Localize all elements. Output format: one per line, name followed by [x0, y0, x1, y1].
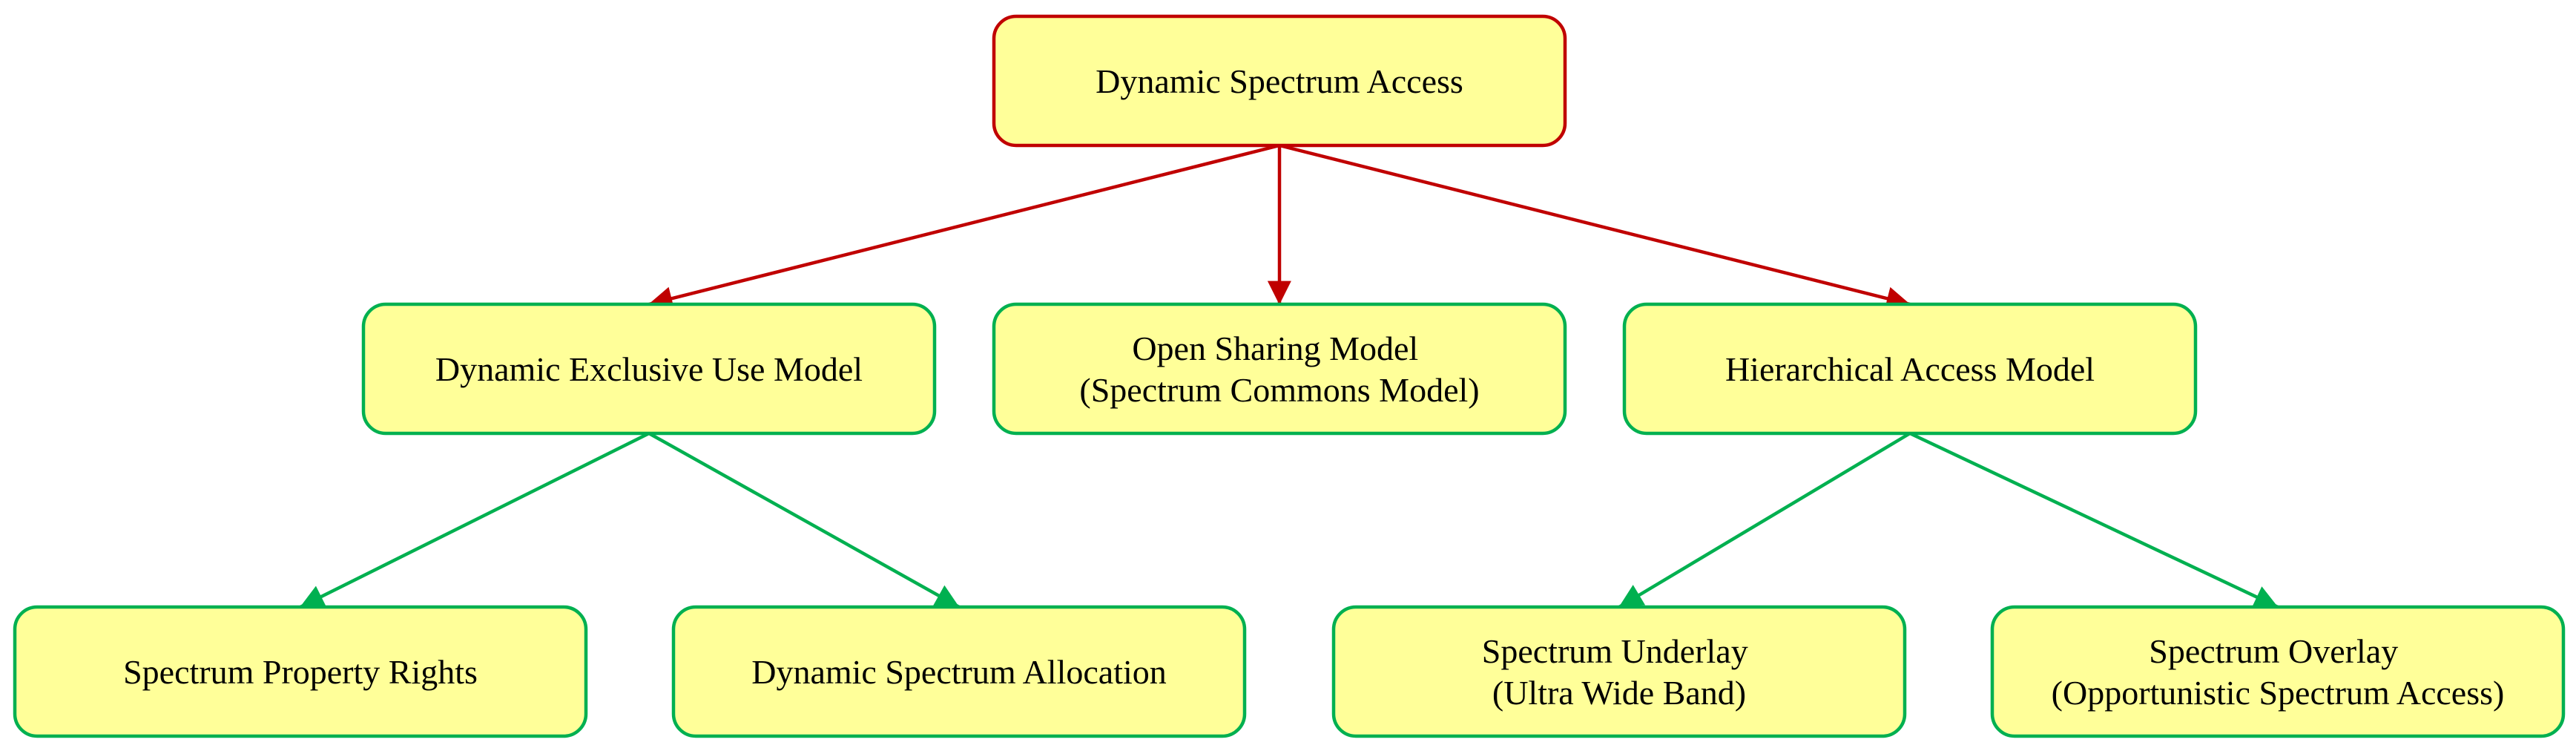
node-box-underlay — [1331, 605, 1907, 738]
edge-root-to-exclusive-use — [648, 143, 1280, 310]
node-box-open — [992, 302, 1567, 436]
node-box-allocation — [671, 605, 1247, 738]
node-dynamic-spectrum-access: Dynamic Spectrum Access — [992, 14, 1567, 148]
node-label-exclusive: Dynamic Exclusive Use Model — [435, 350, 863, 388]
node-box-exclusive — [361, 302, 937, 436]
node-label-line: Hierarchical Access Model — [1725, 350, 2095, 388]
node-spectrum-property-rights: Spectrum Property Rights — [13, 605, 588, 738]
node-label-hierarchical: Hierarchical Access Model — [1725, 350, 2095, 388]
node-dynamic-spectrum-allocation: Dynamic Spectrum Allocation — [671, 605, 1247, 738]
node-label-property: Spectrum Property Rights — [123, 653, 478, 691]
edge-hierarchical-to-underlay — [1618, 432, 1911, 608]
node-label-line: (Opportunistic Spectrum Access) — [2052, 674, 2505, 712]
node-label-line: Spectrum Property Rights — [123, 653, 478, 691]
edge-root-to-hierarchical-access — [1279, 143, 1911, 310]
edges-layer — [299, 143, 2279, 609]
node-spectrum-overlay: Spectrum Overlay (Opportunistic Spectrum… — [1990, 605, 2566, 738]
node-label-line: Dynamic Spectrum Allocation — [751, 653, 1167, 691]
node-label-root: Dynamic Spectrum Access — [1096, 62, 1463, 100]
node-label-line: Spectrum Overlay — [2149, 632, 2398, 670]
node-label-allocation: Dynamic Spectrum Allocation — [751, 653, 1167, 691]
node-label-line: Dynamic Spectrum Access — [1096, 62, 1463, 100]
node-box-overlay — [1990, 605, 2566, 738]
node-label-line: Spectrum Underlay — [1482, 632, 1748, 670]
node-label-underlay: Spectrum Underlay (Ultra Wide Band) — [1482, 632, 1756, 712]
edge-exclusive-use-to-spectrum-allocation — [648, 432, 961, 608]
node-label-line: Dynamic Exclusive Use Model — [435, 350, 863, 388]
node-label-line: (Spectrum Commons Model) — [1079, 371, 1479, 409]
node-box-property — [13, 605, 588, 738]
node-label-line: Open Sharing Model — [1132, 329, 1418, 367]
node-dynamic-exclusive-use-model: Dynamic Exclusive Use Model — [361, 302, 937, 436]
nodes-layer: Dynamic Spectrum Access Dynamic Exclusiv… — [13, 14, 2566, 738]
node-hierarchical-access-model: Hierarchical Access Model — [1622, 302, 2198, 436]
node-label-overlay: Spectrum Overlay (Opportunistic Spectrum… — [2052, 632, 2505, 712]
node-label-line: (Ultra Wide Band) — [1492, 674, 1746, 712]
node-box-hierarchical — [1622, 302, 2198, 436]
node-label-open: Open Sharing Model (Spectrum Commons Mod… — [1079, 329, 1479, 409]
node-open-sharing-model: Open Sharing Model (Spectrum Commons Mod… — [992, 302, 1567, 436]
edge-hierarchical-to-overlay — [1909, 431, 2279, 609]
edge-exclusive-use-to-property-rights — [299, 431, 650, 609]
node-box-root — [992, 14, 1567, 148]
node-spectrum-underlay: Spectrum Underlay (Ultra Wide Band) — [1331, 605, 1907, 738]
